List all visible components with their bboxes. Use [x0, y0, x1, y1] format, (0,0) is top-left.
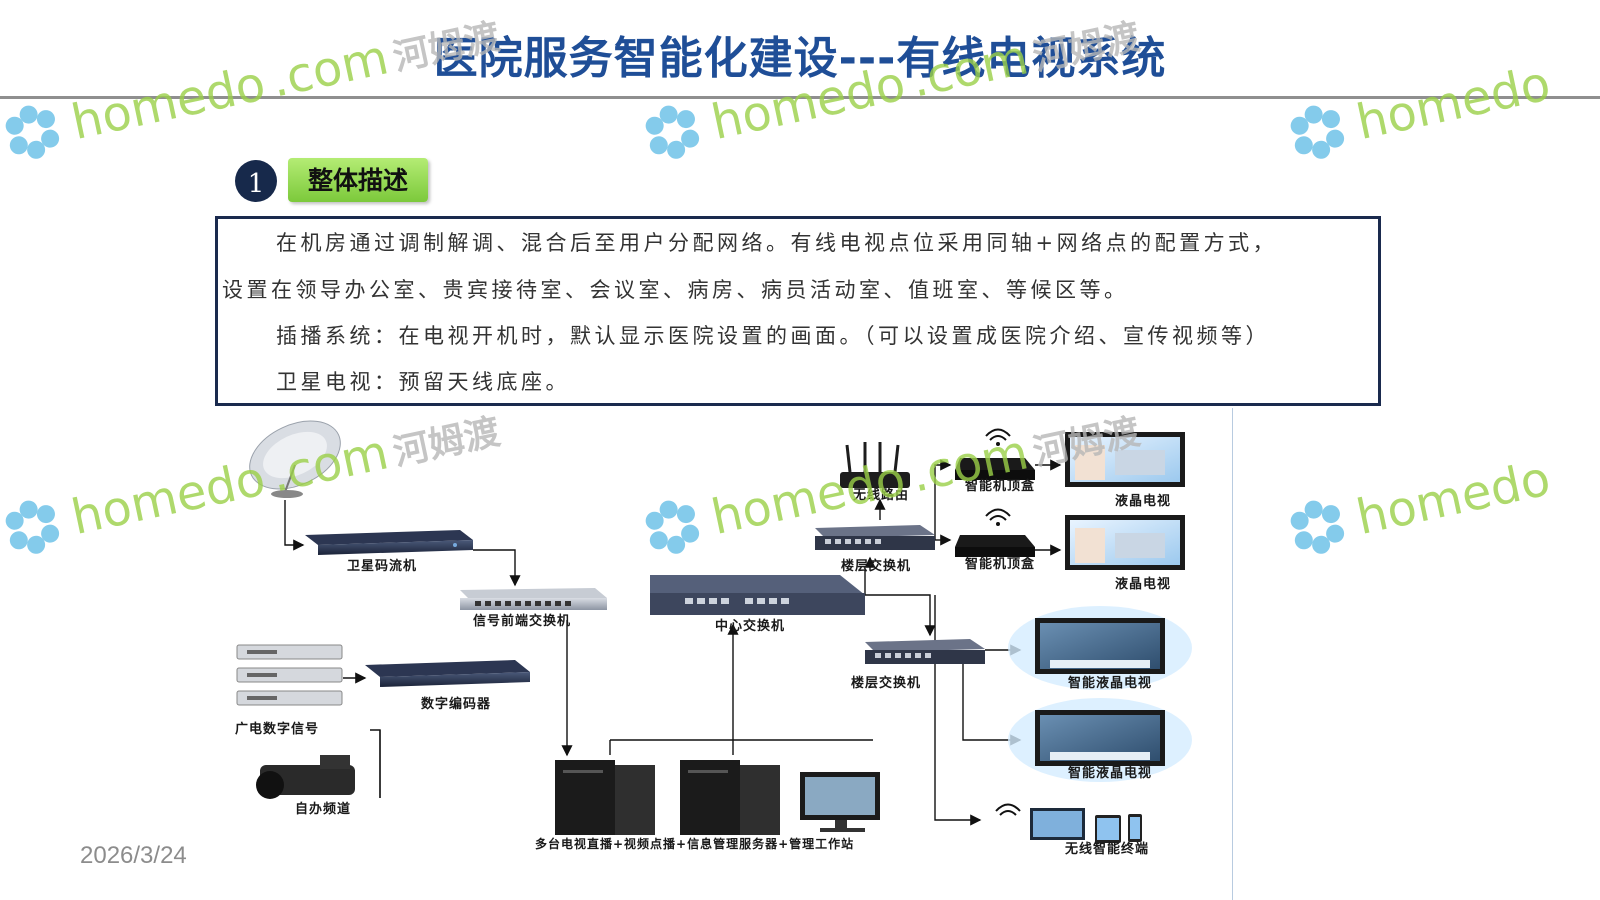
front-switch-icon — [460, 588, 607, 610]
link-floor-to-stb-1 — [934, 459, 952, 540]
link-dish-to-satellite — [284, 500, 305, 551]
center-switch-icon — [650, 575, 865, 615]
server-tower-icon-2 — [680, 760, 780, 835]
watermark-flower-icon — [645, 105, 700, 159]
link-center-to-wireless — [934, 595, 982, 826]
set-top-box-icon-2 — [955, 535, 1035, 557]
broadcast-receiver-icon — [236, 644, 343, 706]
wifi-icon-1 — [985, 428, 1011, 446]
smart-lcd-tv-icon-2 — [1008, 698, 1192, 782]
smart-lcd-tv-label-2: 智能液晶电视 — [1068, 766, 1153, 781]
floor-switch-icon-1 — [815, 525, 935, 550]
link-satellite-to-front-switch — [473, 549, 521, 587]
link-center-to-floor-2 — [865, 594, 936, 637]
floor-switch-icon-2 — [865, 639, 985, 664]
description-line-4: 卫星电视：预留天线底座。 — [276, 370, 570, 394]
lcd-tv-label-1: 液晶电视 — [1115, 494, 1172, 509]
server-tower-icon-1 — [555, 760, 655, 835]
workstation-icon — [800, 772, 880, 832]
description-line-2: 设置在领导办公室、贵宾接待室、会议室、病房、病员活动室、值班室、等候区等。 — [222, 278, 1129, 302]
wireless-router-label: 无线路由 — [853, 488, 910, 503]
link-camera-line — [370, 729, 381, 798]
description-line-3: 插播系统：在电视开机时，默认显示医院设置的画面。（可以设置成医院介绍、宣传视频等… — [276, 324, 1270, 348]
watermark-flower-icon — [1290, 500, 1345, 554]
video-camera-icon — [256, 755, 355, 799]
description-line-1: 在机房通过调制解调、混合后至用户分配网络。有线电视点位采用同轴+网络点的配置方式… — [276, 231, 1278, 255]
lcd-tv-icon-2 — [1065, 515, 1185, 570]
watermark: homedo — [1284, 451, 1555, 561]
set-top-box-label-2: 智能机顶盒 — [965, 557, 1036, 572]
digital-encoder-icon — [365, 660, 530, 687]
slide-title: 医院服务智能化建设---有线电视系统 — [433, 33, 1167, 84]
lcd-tv-icon-1 — [1065, 432, 1185, 487]
lcd-tv-label-2: 液晶电视 — [1115, 577, 1172, 592]
smart-lcd-tv-icon-1 — [1008, 606, 1192, 690]
front-switch-label: 信号前端交换机 — [473, 614, 572, 629]
floor-switch-label-1: 楼层交换机 — [841, 559, 912, 574]
slide-date: 2026/3/24 — [80, 842, 187, 869]
title-divider — [0, 96, 1600, 99]
wireless-router-icon — [840, 442, 910, 488]
watermark-flower-icon — [5, 500, 60, 554]
satellite-stream-device-icon — [305, 530, 473, 555]
section-label: 整体描述 — [288, 158, 428, 202]
smart-lcd-tv-label-1: 智能液晶电视 — [1068, 676, 1153, 691]
description-box: 在机房通过调制解调、混合后至用户分配网络。有线电视点位采用同轴+网络点的配置方式… — [215, 216, 1381, 406]
wireless-terminal-icon — [995, 803, 1142, 843]
watermark-flower-icon — [5, 105, 60, 159]
diagram-right-border — [1232, 408, 1233, 900]
diagram-canvas — [236, 420, 1192, 843]
wireless-terminal-label: 无线智能终端 — [1065, 842, 1150, 857]
floor-switch-label-2: 楼层交换机 — [851, 676, 922, 691]
watermark-brand: homedo — [1351, 450, 1556, 547]
satellite-stream-label: 卫星码流机 — [347, 559, 418, 574]
self-channel-label: 自办频道 — [295, 802, 352, 817]
watermark-flower-icon — [1290, 105, 1345, 159]
set-top-box-icon-1 — [955, 458, 1035, 480]
wifi-icon-2 — [985, 508, 1011, 526]
center-switch-label: 中心交换机 — [715, 619, 786, 634]
broadcast-signal-label: 广电数字信号 — [235, 722, 320, 737]
section-number-badge: 1 — [235, 160, 277, 202]
digital-encoder-label: 数字编码器 — [421, 697, 492, 712]
link-floor2-to-smarttv-2 — [962, 660, 1022, 746]
satellite-dish-icon — [249, 420, 341, 498]
servers-label: 多台电视直播+视频点播+信息管理服务器+管理工作站 — [535, 837, 855, 851]
set-top-box-label-1: 智能机顶盒 — [965, 479, 1036, 494]
network-diagram: 卫星码流机 信号前端交换机 数字编码器 广电数字信号 自办频道 中心交换机 无线… — [225, 410, 1235, 900]
